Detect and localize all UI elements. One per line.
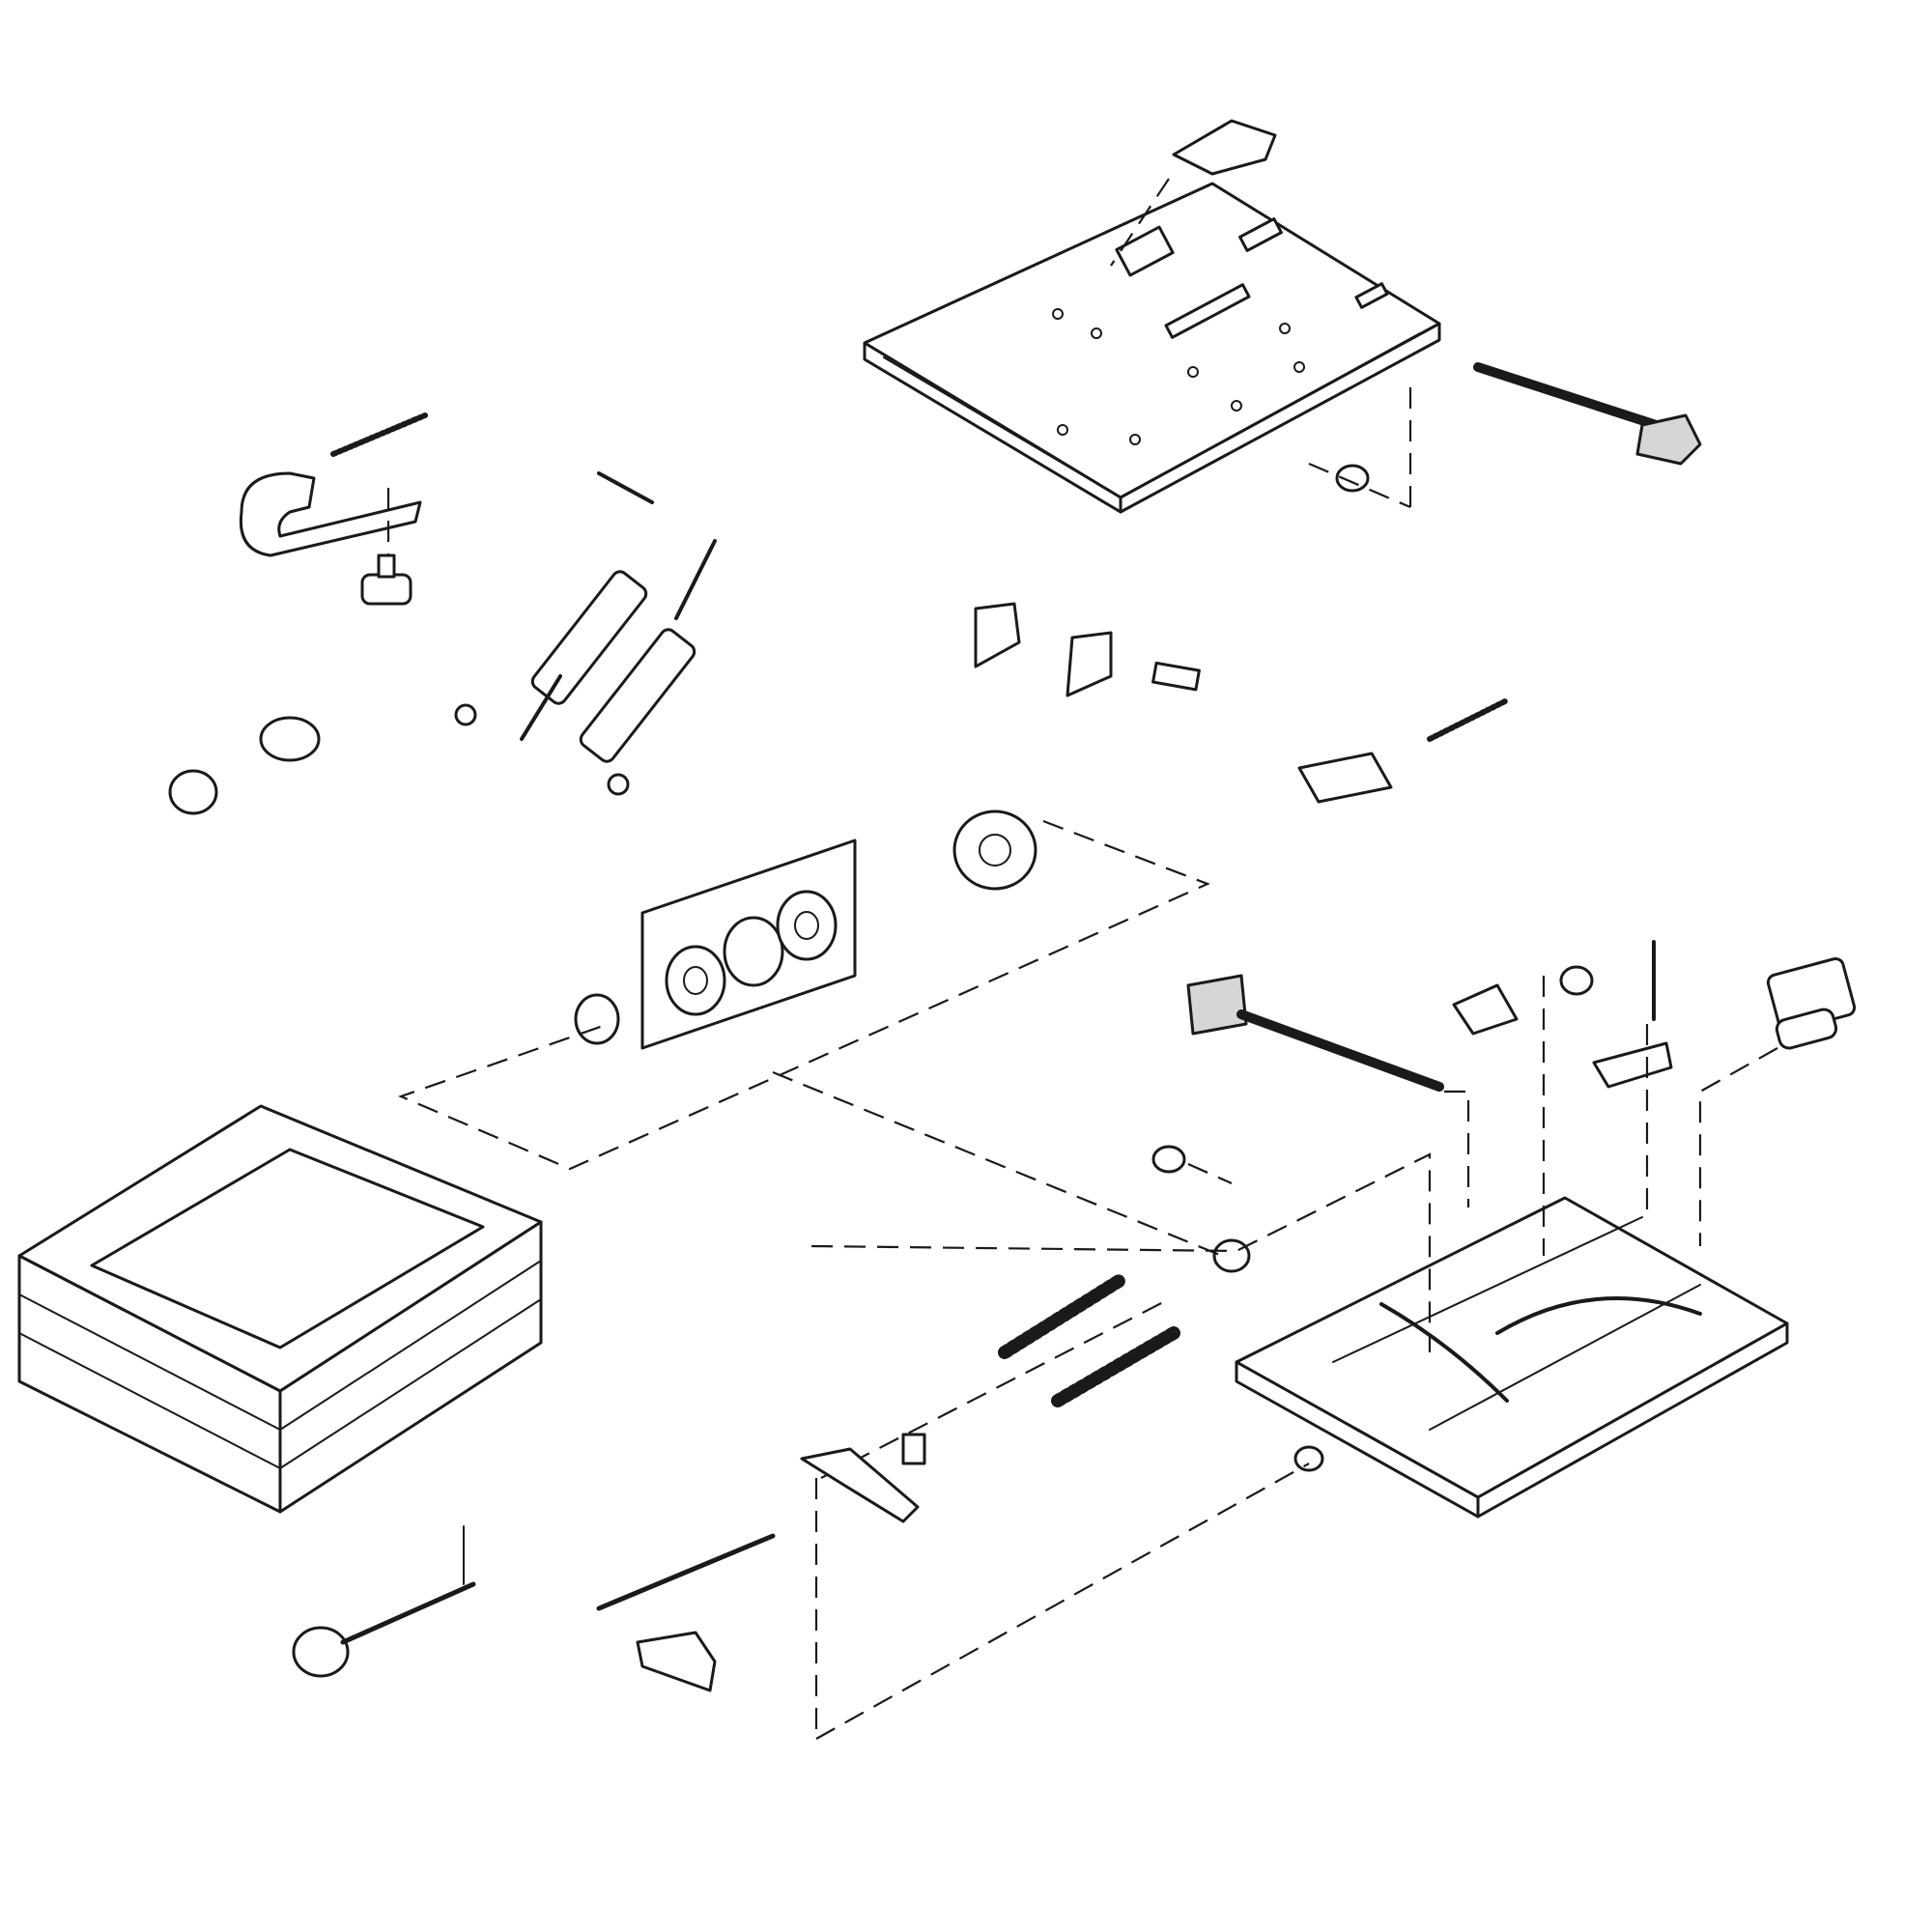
hook-bracket	[239, 412, 428, 606]
adjust-knob	[292, 1525, 476, 1678]
base-bushings	[772, 1070, 1432, 1740]
plate-clip	[1110, 119, 1277, 267]
lower-suspension-base	[1235, 1196, 1789, 1519]
base-small-parts	[1452, 940, 1673, 1256]
upper-slide-rail-plate	[863, 182, 1441, 514]
slide-handle-bar	[1473, 362, 1702, 466]
base-handle-bar	[1186, 974, 1470, 1208]
plate-bushing	[1308, 377, 1412, 509]
pawl-brackets	[974, 602, 1510, 804]
bearing-washer-set	[397, 810, 1210, 1171]
small-bushings	[168, 716, 321, 815]
pivot-shaft	[1698, 956, 1857, 1246]
gas-spring-pair	[454, 471, 717, 796]
return-spring-pair	[820, 1273, 1180, 1479]
adjust-lever	[596, 1433, 926, 1739]
seat-cushion-frame	[17, 1104, 543, 1514]
